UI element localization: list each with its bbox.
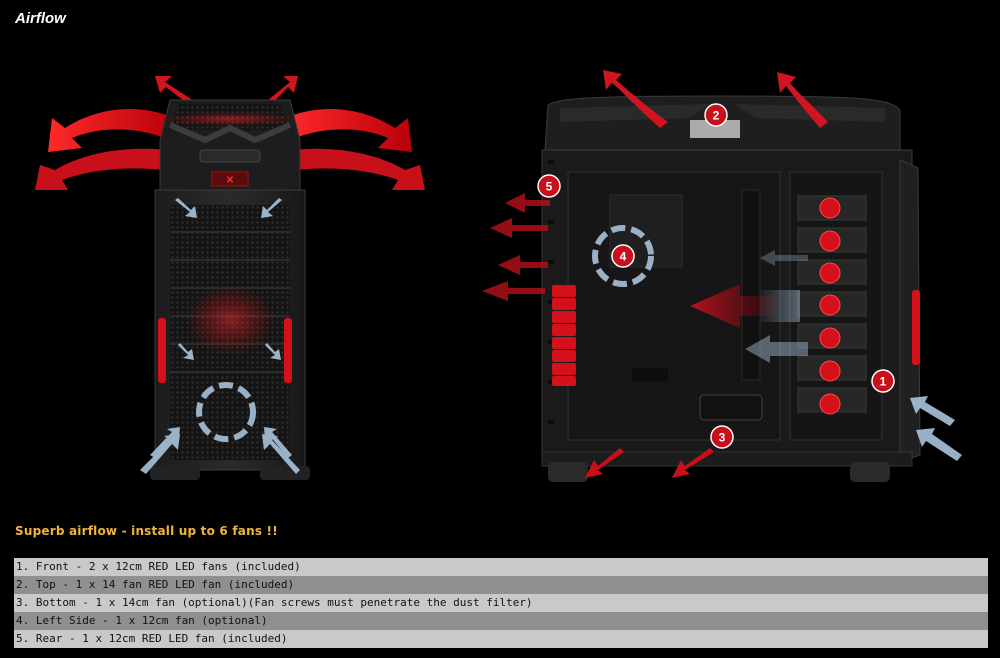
top-exhaust-arrow [603, 70, 668, 128]
fan-spec-rear: 5. Rear - 1 x 12cm RED LED fan (included… [14, 630, 988, 648]
svg-text:2: 2 [713, 109, 720, 123]
svg-text:3: 3 [719, 431, 726, 445]
right-led-strip [284, 318, 292, 383]
svg-text:5: 5 [546, 180, 553, 194]
intake-arrow [178, 343, 194, 360]
side-led-strip [912, 290, 920, 365]
bottom-exhaust-arrow [585, 448, 624, 478]
page-title: Airflow [15, 10, 66, 27]
bottom-exhaust-arrow [672, 448, 714, 478]
airflow-illustration: ✕ [35, 70, 962, 482]
intake-arrow [175, 198, 197, 218]
svg-text:1: 1 [880, 375, 887, 389]
badge-2: 2 [704, 103, 728, 127]
front-view-case: ✕ [35, 76, 425, 480]
top-right-swoop-arrow [285, 109, 412, 152]
front-fan-rotation-icon [196, 382, 256, 442]
intake-arrow [140, 434, 180, 474]
top-exhaust-arrow [606, 72, 640, 100]
intake-arrow [265, 343, 281, 360]
fan-spec-list: 1. Front - 2 x 12cm RED LED fans (includ… [14, 558, 988, 648]
badge-5: 5 [537, 174, 561, 198]
interior-flow-arrow [690, 284, 775, 328]
left-led-strip [158, 318, 166, 383]
interior-flow-arrow [760, 250, 808, 266]
badge-3: 3 [710, 425, 734, 449]
badge-4: 4 [611, 244, 635, 268]
fan-spec-left-side: 4. Left Side - 1 x 12cm fan (optional) [14, 612, 988, 630]
top-left-swoop-arrow [48, 109, 175, 152]
svg-text:✕: ✕ [226, 175, 234, 186]
svg-text:4: 4 [620, 250, 627, 264]
fan-spec-front: 1. Front - 2 x 12cm RED LED fans (includ… [14, 558, 988, 576]
intake-arrow [262, 434, 300, 474]
airflow-tagline: Superb airflow - install up to 6 fans !! [15, 524, 278, 538]
intake-arrow [150, 427, 180, 458]
top-exhaust-arrow [777, 72, 828, 128]
rear-exhaust-arrow [482, 281, 545, 301]
fan-spec-bottom: 3. Bottom - 1 x 14cm fan (optional)(Fan … [14, 594, 988, 612]
rear-exhaust-arrow [498, 255, 548, 275]
right-swoop-arrow [290, 148, 425, 190]
interior-flow-arrow [745, 335, 808, 363]
intake-arrow [261, 198, 282, 218]
rear-exhaust-arrow [505, 193, 550, 213]
interior-flow-arrow [760, 290, 800, 322]
left-swoop-arrow [35, 148, 170, 190]
side-view-case [482, 70, 962, 482]
side-fan-rotation-icon [592, 225, 654, 287]
rear-exhaust-arrow [490, 218, 548, 238]
fan-spec-top: 2. Top - 1 x 14 fan RED LED fan (include… [14, 576, 988, 594]
front-intake-arrow [910, 396, 955, 426]
badge-1: 1 [871, 369, 895, 393]
front-intake-arrow [916, 428, 962, 461]
intake-arrow [264, 427, 292, 458]
